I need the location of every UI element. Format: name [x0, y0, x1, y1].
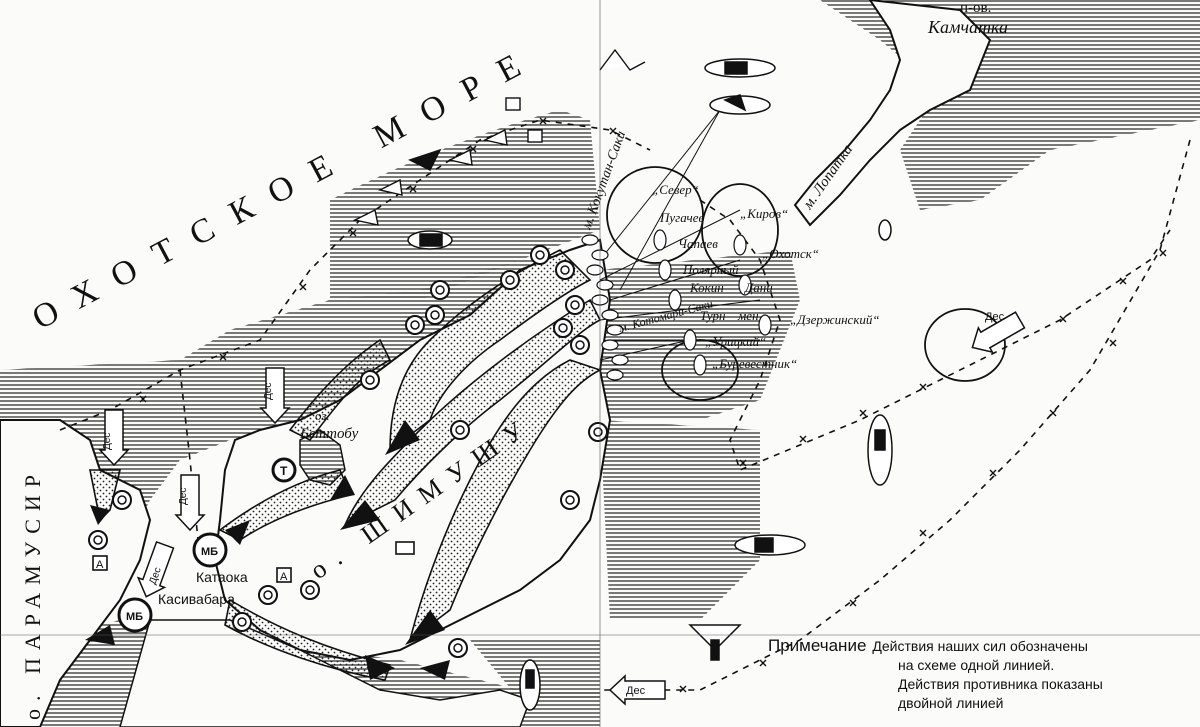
ship-icon — [407, 230, 453, 250]
battery-icon — [500, 270, 520, 290]
battery-icon — [565, 295, 585, 315]
landing-arrow-icon — [174, 474, 206, 532]
battery-icon — [555, 260, 575, 280]
ship-icon — [734, 534, 806, 556]
ship-icon — [709, 94, 771, 115]
convoy-marks — [352, 48, 646, 226]
landing-arrow-icon — [971, 311, 1026, 354]
batteries — [88, 245, 608, 658]
battery-icon — [88, 530, 108, 550]
route-x-marks — [139, 117, 1167, 693]
battery-icon — [405, 315, 425, 335]
kasivabara-label: Касивабара — [158, 591, 235, 607]
battery-icon — [300, 580, 320, 600]
airfield-icon — [276, 567, 292, 583]
ship-name: „Буревестник“ — [712, 356, 797, 371]
ship-icon — [878, 219, 892, 241]
ship-icon — [867, 414, 893, 486]
battery-icon — [553, 318, 573, 338]
note-line-3: Действия противника показаны — [898, 676, 1103, 692]
battery-icon — [448, 638, 468, 658]
mb-label-kasivabara: МБ — [126, 611, 143, 623]
island-paramushir-label: о. ПАРАМУСИР — [20, 467, 45, 720]
landing-arrow-icon — [98, 409, 130, 467]
ship-name: мен — [737, 308, 759, 323]
landing-arrow-icon — [259, 367, 291, 425]
tank-badge — [271, 457, 297, 483]
ship-name: „Дзержинский“ — [790, 312, 880, 327]
lake-label: Беттобу — [299, 426, 359, 442]
des-label-6: Дес — [985, 311, 1005, 323]
kataoka-label: Катаока — [196, 569, 248, 585]
mb-badge-kataoka — [192, 532, 228, 568]
battery-icon — [588, 422, 608, 442]
ship-icon — [408, 148, 442, 172]
airfield-icon — [92, 555, 108, 571]
landing-zones — [606, 166, 1006, 401]
ship-name: „Урицкий“ — [705, 334, 766, 349]
ship-name: Турн — [700, 308, 725, 323]
landing-arrow-icon — [136, 540, 175, 598]
aircraft-icon — [395, 541, 415, 555]
mb-label-kataoka: МБ — [201, 546, 218, 558]
ship-name: „Киров“ — [740, 206, 788, 221]
tank-label: Т — [280, 464, 288, 478]
battery-icon — [112, 490, 132, 510]
airfield-label-2: А — [96, 559, 104, 571]
note-line-2: на схеме одной линией. — [898, 657, 1055, 673]
ship-name: „Север“ — [652, 182, 699, 197]
note-head: Примечание — [768, 636, 867, 655]
des-label-3: Дес — [178, 488, 189, 505]
battery-icon — [450, 420, 470, 440]
ship-name: Чапаев — [678, 236, 718, 251]
note-line-1: Действия наших сил обозначены — [872, 638, 1088, 654]
battery-icon — [425, 305, 445, 325]
des-label-1: Дес — [102, 433, 113, 450]
ship-name: Пугачев — [659, 210, 705, 225]
ship-icon — [519, 659, 541, 711]
battery-icon — [258, 585, 278, 605]
ships — [407, 58, 893, 711]
arrowheads — [85, 420, 450, 680]
ship-name: Дани — [743, 280, 773, 295]
des-label-5: Дес — [626, 685, 646, 697]
battery-icon — [430, 280, 450, 300]
lake-top-label: оз. — [315, 408, 330, 423]
ship-name: Полярный — [682, 262, 739, 277]
peninsula-top-label: п-ов. — [960, 0, 991, 16]
landing-arrow-icon — [608, 674, 666, 706]
ship-name: Кокин — [689, 280, 724, 295]
landing-arrows — [98, 311, 1026, 706]
kamchatka-peninsula — [793, 0, 992, 227]
mb-badge-kasivabara — [117, 597, 153, 633]
airfield-label-1: А — [280, 571, 288, 583]
battery-icon — [560, 490, 580, 510]
attack-arrows — [89, 249, 603, 681]
note-line-4: двойной линией — [898, 695, 1004, 711]
battery-icon — [232, 612, 252, 632]
battery-icon — [530, 245, 550, 265]
ship-name: „Охотск“ — [762, 246, 819, 261]
ship-icon — [688, 624, 742, 661]
ship-names: „Север“ Пугачев „Киров“ Чапаев „Охотск“ … — [652, 182, 880, 371]
ship-icon — [704, 58, 776, 78]
peninsula-label: Камчатка — [927, 17, 1008, 37]
battery-icon — [360, 370, 380, 390]
des-label-2: Дес — [263, 383, 274, 400]
battery-icon — [570, 335, 590, 355]
